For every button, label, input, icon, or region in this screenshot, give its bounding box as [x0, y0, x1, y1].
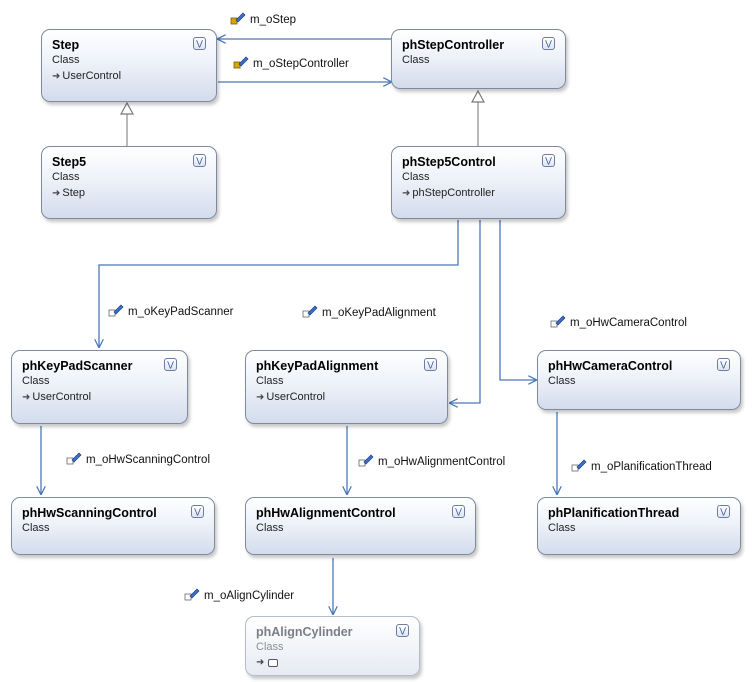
arrow-right-icon: ➜ [256, 657, 265, 668]
class-phaligncylinder[interactable]: phAlignCylinder ⋁ Class ➜ [245, 616, 420, 676]
assoc-label-m-okeypadalignment[interactable]: m_oKeyPadAlignment [302, 305, 436, 319]
arrow-right-icon: ➜ [402, 188, 411, 199]
double-chevron-down-icon[interactable]: ⋁ [542, 37, 555, 50]
class-phkeypadscanner[interactable]: phKeyPadScanner ⋁ Class ➜UserControl [11, 350, 188, 424]
assoc-label-m-oaligncylinder[interactable]: m_oAlignCylinder [184, 588, 294, 602]
class-phkeypadalignment[interactable]: phKeyPadAlignment ⋁ Class ➜UserControl [245, 350, 448, 424]
class-kind: Class [256, 522, 284, 534]
property-wrench-icon [108, 304, 124, 317]
arrow-right-icon: ➜ [52, 188, 61, 199]
class-kind: Class [52, 171, 80, 183]
double-chevron-down-icon[interactable]: ⋁ [717, 505, 730, 518]
class-name: phAlignCylinder [256, 625, 353, 639]
double-chevron-down-icon[interactable]: ⋁ [396, 624, 409, 637]
lock-icon-row: ➜ [256, 656, 279, 668]
inherit-triangle-step [119, 101, 135, 115]
property-wrench-icon [233, 56, 249, 69]
class-kind: Class [256, 641, 284, 653]
class-phhwalignmentcontrol[interactable]: phHwAlignmentControl ⋁ Class [245, 497, 476, 555]
base-class: ➜UserControl [22, 391, 92, 403]
class-kind: Class [402, 54, 430, 66]
class-kind: Class [256, 375, 284, 387]
class-step[interactable]: Step ⋁ Class ➜UserControl [41, 29, 217, 102]
property-wrench-icon [302, 305, 318, 318]
base-class: ➜Step [52, 187, 86, 199]
class-phstepcontroller[interactable]: phStepController ⋁ Class [391, 29, 566, 89]
assoc-m-okeypadscanner [99, 220, 459, 347]
property-wrench-icon [184, 588, 200, 601]
class-kind: Class [548, 522, 576, 534]
assoc-label-m-ostepcontroller[interactable]: m_oStepController [233, 56, 349, 70]
assoc-label-m-oplanificationthread[interactable]: m_oPlanificationThread [571, 459, 712, 473]
assoc-m-ohwcameracontrol [499, 220, 536, 380]
class-name: Step5 [52, 155, 87, 169]
class-phstep5control[interactable]: phStep5Control ⋁ Class ➜phStepController [391, 146, 566, 219]
property-wrench-icon [230, 12, 246, 25]
assoc-label-m-ohwscanningcontrol[interactable]: m_oHwScanningControl [66, 452, 210, 466]
assoc-label-m-ohwalignmentcontrol[interactable]: m_oHwAlignmentControl [358, 454, 505, 468]
class-kind: Class [22, 522, 50, 534]
assoc-label-m-ostep[interactable]: m_oStep [230, 12, 296, 26]
class-name: phStep5Control [402, 155, 496, 169]
base-class: ➜UserControl [52, 70, 122, 82]
property-wrench-icon [66, 452, 82, 465]
class-kind: Class [52, 54, 80, 66]
class-phhwcameracontrol[interactable]: phHwCameraControl ⋁ Class [537, 350, 741, 410]
class-name: phKeyPadAlignment [256, 359, 379, 373]
arrow-right-icon: ➜ [22, 392, 31, 403]
class-name: phHwAlignmentControl [256, 506, 396, 520]
double-chevron-down-icon[interactable]: ⋁ [164, 358, 177, 371]
arrow-right-icon: ➜ [52, 71, 61, 82]
class-name: Step [52, 38, 80, 52]
class-phhwscanningcontrol[interactable]: phHwScanningControl ⋁ Class [11, 497, 215, 555]
class-step5[interactable]: Step5 ⋁ Class ➜Step [41, 146, 217, 219]
class-name: phPlanificationThread [548, 506, 680, 520]
class-name: phHwCameraControl [548, 359, 673, 373]
class-name: phStepController [402, 38, 505, 52]
base-class: ➜phStepController [402, 187, 495, 199]
base-class: ➜UserControl [256, 391, 326, 403]
class-name: phHwScanningControl [22, 506, 157, 520]
double-chevron-down-icon[interactable]: ⋁ [717, 358, 730, 371]
double-chevron-down-icon[interactable]: ⋁ [452, 505, 465, 518]
double-chevron-down-icon[interactable]: ⋁ [191, 505, 204, 518]
double-chevron-down-icon[interactable]: ⋁ [193, 37, 206, 50]
property-wrench-icon [571, 459, 587, 472]
class-name: phKeyPadScanner [22, 359, 133, 373]
assoc-label-m-okeypadscanner[interactable]: m_oKeyPadScanner [108, 304, 233, 318]
assoc-label-m-ohwcameracontrol[interactable]: m_oHwCameraControl [550, 315, 687, 329]
property-wrench-icon [358, 454, 374, 467]
double-chevron-down-icon[interactable]: ⋁ [542, 154, 555, 167]
class-kind: Class [22, 375, 50, 387]
double-chevron-down-icon[interactable]: ⋁ [193, 154, 206, 167]
class-kind: Class [548, 375, 576, 387]
lock-icon [267, 658, 279, 668]
inherit-triangle-stepcontroller [470, 89, 486, 103]
property-wrench-icon [550, 315, 566, 328]
arrow-right-icon: ➜ [256, 392, 265, 403]
class-kind: Class [402, 171, 430, 183]
assoc-m-okeypadalignment [450, 220, 481, 403]
double-chevron-down-icon[interactable]: ⋁ [424, 358, 437, 371]
class-phplanificationthread[interactable]: phPlanificationThread ⋁ Class [537, 497, 741, 555]
